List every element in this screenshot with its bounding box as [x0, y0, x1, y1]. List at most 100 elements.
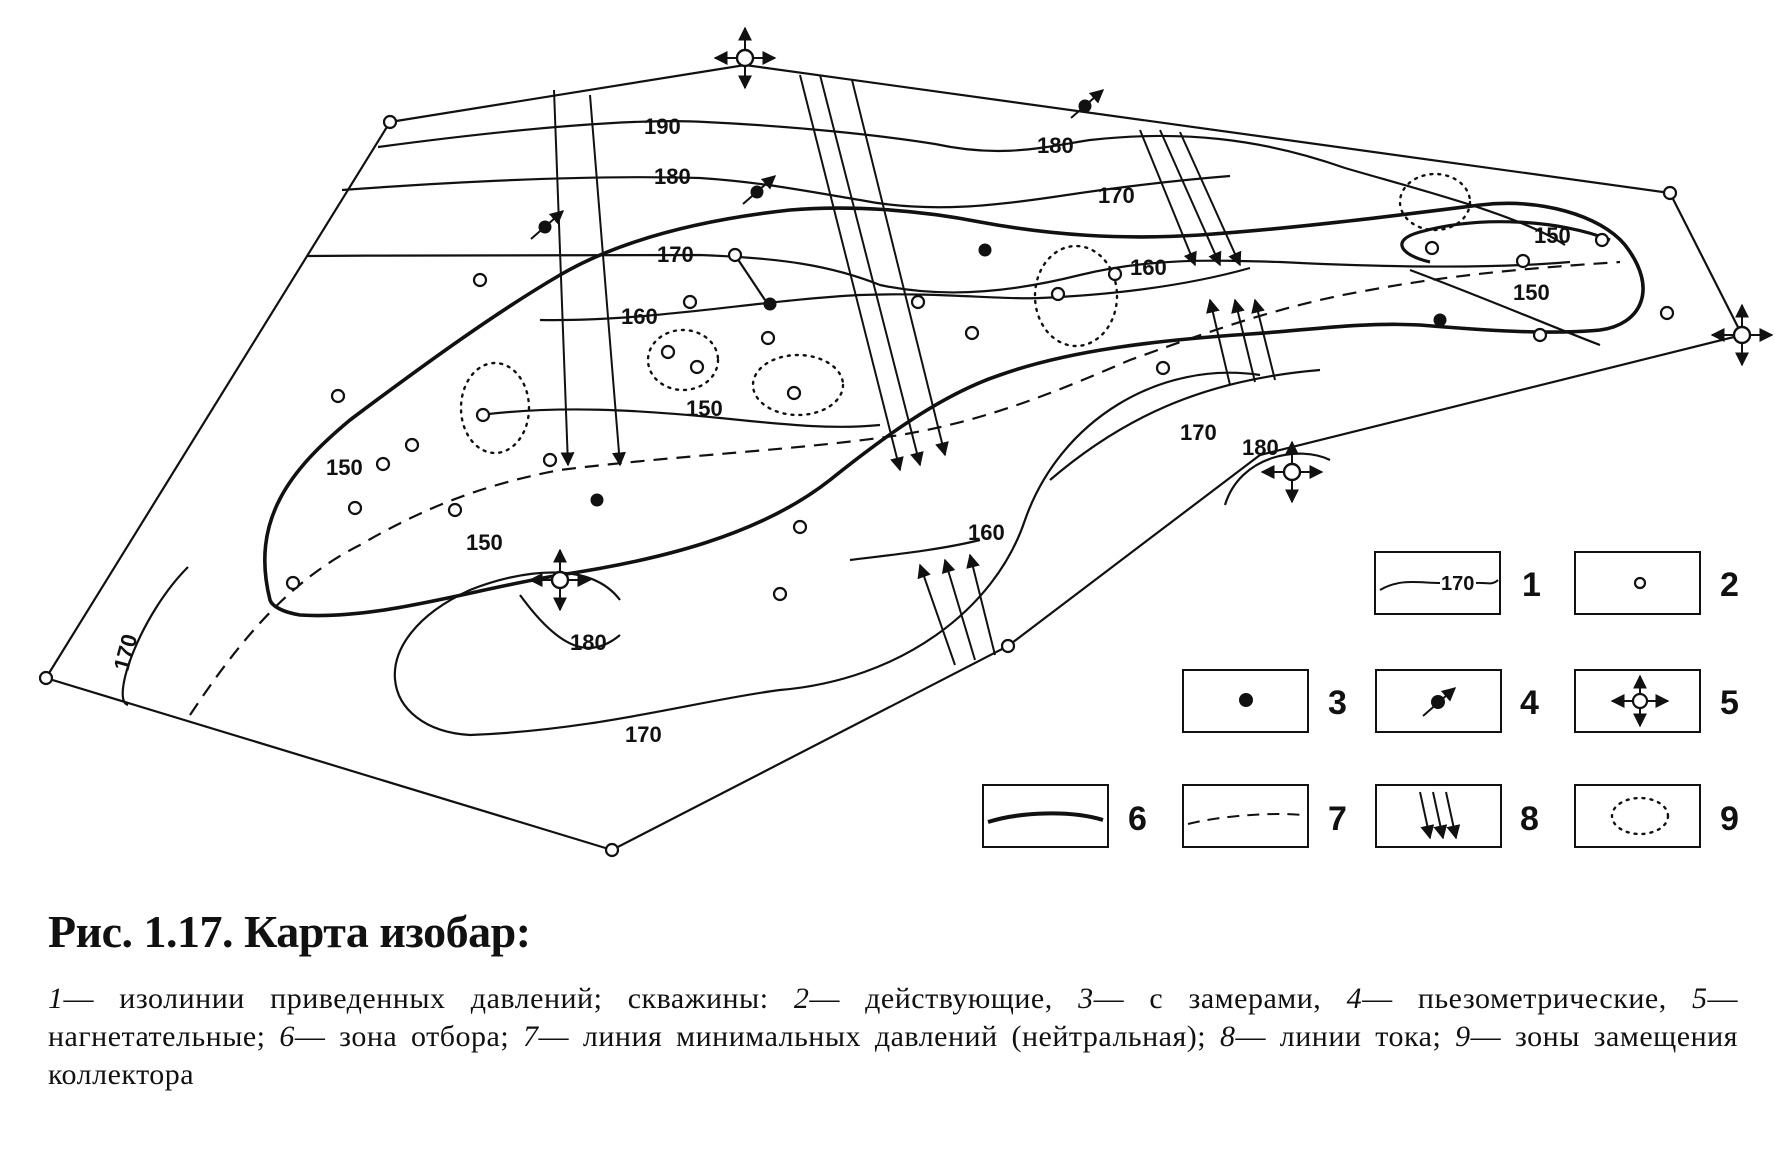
legend-number: 6	[1128, 800, 1147, 838]
legend-number: 3	[1328, 684, 1347, 722]
withdrawal-inner-loop	[1400, 220, 1611, 264]
neutral-line-sample	[1187, 813, 1304, 825]
active-well-icon	[375, 456, 391, 472]
legend-box-flow-lines	[1375, 784, 1502, 848]
caption-item-number: 5	[1692, 982, 1708, 1015]
active-well-icon	[786, 385, 802, 401]
legend-isobar-sample: 170	[1441, 573, 1474, 595]
active-well-icon	[1594, 232, 1610, 248]
isobar-label: 160	[1130, 255, 1167, 280]
active-well-icon	[404, 437, 420, 453]
active-well-icon	[1662, 185, 1678, 201]
active-well-icon	[1532, 327, 1548, 343]
active-well-icon	[382, 114, 398, 130]
piezometric-arrow	[1070, 89, 1105, 119]
legend-box-isobar	[1374, 551, 1501, 615]
active-well-icon	[1050, 286, 1066, 302]
flow-lines-sample	[1419, 791, 1461, 840]
active-well-icon	[472, 272, 488, 288]
injection-well-icon	[550, 570, 570, 590]
measured-well-icon	[763, 297, 777, 311]
active-well-icon	[330, 388, 346, 404]
isobar-label: 170	[625, 722, 662, 747]
legend-number: 7	[1328, 800, 1347, 838]
isobar-label: 150	[1513, 280, 1550, 305]
active-well-icon	[910, 294, 926, 310]
caption-item-text: — с замерами,	[1093, 982, 1347, 1015]
neutral-line	[189, 260, 1621, 716]
isobar-label: 180	[1037, 133, 1074, 158]
legend-number: 1	[1522, 566, 1541, 604]
caption-item-number: 7	[523, 1020, 539, 1053]
active-well-icon	[760, 330, 776, 346]
active-well-icon	[660, 344, 676, 360]
figure-title: Рис. 1.17. Карта изобар:	[48, 906, 531, 957]
caption-item-text: — действующие,	[809, 982, 1079, 1015]
legend-box-active-well	[1574, 551, 1701, 615]
active-well-icon	[772, 586, 788, 602]
active-well-icon	[1659, 305, 1675, 321]
measured-well-icon	[1433, 313, 1447, 327]
isobar-label: 180	[654, 164, 691, 189]
measured-well-icon	[590, 493, 604, 507]
caption-item-text: — зона отбора;	[294, 1020, 524, 1053]
wells	[38, 26, 1774, 858]
isobar-label: 180	[570, 630, 607, 655]
measured-well-icon	[1239, 693, 1253, 707]
isobar-label: 150	[466, 530, 503, 555]
isobar-label: 150	[686, 396, 723, 421]
legend-number: 5	[1720, 684, 1739, 722]
isobar-map: 190 180 180 170 170 160 160 150 150 150 …	[38, 26, 1774, 858]
legend-box-piezometric-well	[1375, 669, 1502, 733]
legend-number: 2	[1720, 566, 1739, 604]
isobar-label: 180	[1242, 435, 1279, 460]
isobar-label: 190	[644, 114, 681, 139]
active-well-icon	[1000, 638, 1016, 654]
legend-box-withdrawal-zone	[982, 784, 1109, 848]
piezometric-arrow	[530, 210, 565, 240]
active-well-icon	[475, 407, 491, 423]
active-well-icon	[1515, 253, 1531, 269]
withdrawal-zone	[263, 201, 1645, 618]
replacement-zone-sample	[1610, 796, 1670, 836]
legend-number: 4	[1520, 684, 1539, 722]
isobar-label: 170	[657, 242, 694, 267]
active-well-icon	[285, 575, 301, 591]
active-well-icon	[604, 842, 620, 858]
caption-item-text: — линия минимальных давлений (нейтральна…	[538, 1020, 1220, 1053]
injection-well-icon	[1282, 462, 1302, 482]
legend-box-neutral-line	[1182, 784, 1309, 848]
caption-item-number: 9	[1455, 1020, 1471, 1053]
field-boundary	[44, 63, 1744, 852]
active-well-icon	[792, 519, 808, 535]
flow-lines	[553, 74, 1276, 666]
active-well-icon	[1424, 240, 1440, 256]
injection-well-icon	[735, 48, 755, 68]
injection-well-icon	[1732, 325, 1752, 345]
isobar-label: 170	[109, 631, 143, 673]
isobar-label: 160	[621, 304, 658, 329]
caption-item-number: 2	[793, 982, 810, 1015]
withdrawal-zone-sample	[987, 811, 1104, 824]
piezometric-arrow	[742, 175, 777, 205]
isobar-label: 160	[968, 520, 1005, 545]
measured-well-icon	[978, 243, 992, 257]
legend-box-measured-well	[1182, 669, 1309, 733]
active-well-icon	[682, 294, 698, 310]
active-well-icon	[727, 247, 743, 263]
legend-number: 8	[1520, 800, 1539, 838]
active-well-icon	[1633, 576, 1647, 590]
figure-caption: Рис. 1.17. Карта изобар: 1— изолинии при…	[48, 905, 1738, 1094]
figure-caption-text: 1— изолинии приведенных давлений; скважи…	[48, 980, 1738, 1094]
replacement-zones	[459, 172, 1472, 455]
caption-item-number: 1	[48, 982, 64, 1015]
well-connector-line	[734, 254, 766, 301]
active-well-icon	[1107, 266, 1123, 282]
caption-item-text: — нагнетательные;	[48, 982, 1739, 1053]
isobar-value-labels: 190 180 180 170 170 160 160 150 150 150 …	[109, 114, 1571, 747]
active-well-icon	[689, 359, 705, 375]
active-well-icon	[38, 670, 54, 686]
active-well-icon	[1155, 360, 1171, 376]
active-well-icon	[347, 500, 363, 516]
caption-item-text: — изолинии приведенных давлений; скважин…	[63, 982, 794, 1015]
